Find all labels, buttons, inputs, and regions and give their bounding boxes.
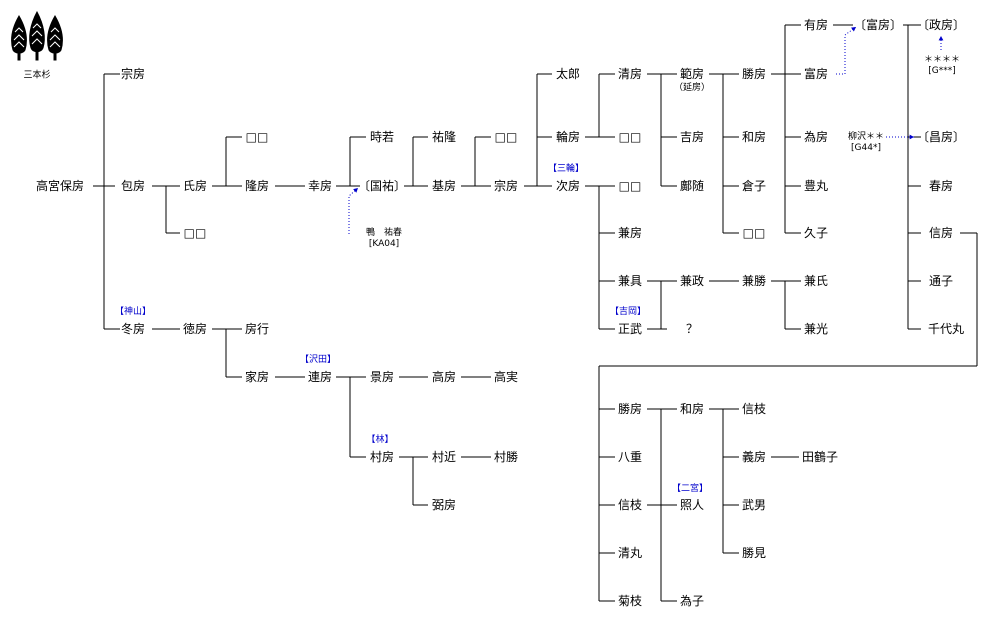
- person-chiyomaru: 千代丸: [927, 322, 965, 336]
- person-renbo: 連房: [307, 370, 333, 384]
- person-yutaka: 祐隆: [431, 130, 457, 144]
- person-nobueda-2: 信枝: [741, 402, 767, 416]
- person-kaneuji: 兼氏: [803, 274, 829, 288]
- person-motofusa: 基房: [431, 179, 457, 193]
- person-kanegu: 兼具: [617, 274, 643, 288]
- person-norifusa: 範房: [679, 67, 705, 81]
- person-taro: 太郎: [555, 67, 581, 81]
- person-teruhito: 照人: [679, 498, 705, 512]
- person-yukifusa: 幸房: [307, 179, 333, 193]
- note-kamo-code: [KA04]: [368, 239, 400, 249]
- person-munefusa-2: 宗房: [493, 179, 519, 193]
- person-kanefusa: 包房: [120, 179, 146, 193]
- person-arifusa: 有房: [803, 18, 829, 32]
- person-katsufusa: 勝房: [741, 67, 767, 81]
- person-murafusa: 村房: [369, 450, 395, 464]
- person-ujifusa: 氏房: [182, 179, 208, 193]
- person-takafusa-2: 高房: [431, 370, 457, 384]
- person-ryozui: 鄺随: [679, 179, 705, 193]
- person-unknown-question: ？: [685, 322, 699, 336]
- person-kiyofusa: 清房: [617, 67, 643, 81]
- person-unknown: □□: [618, 130, 642, 144]
- person-harufusa: 春房: [928, 179, 954, 193]
- note-yanagisawa-name: 柳沢＊＊: [847, 132, 885, 142]
- person-toyomaru: 豊丸: [803, 179, 829, 193]
- person-takafusa: 隆房: [244, 179, 270, 193]
- person-yae: 八重: [617, 450, 643, 464]
- person-nobueda: 信枝: [617, 498, 643, 512]
- person-kokuyu: 〔国祐〕: [357, 179, 407, 193]
- person-kanefusa-2: 兼房: [617, 226, 643, 240]
- crest-caption: 三本杉: [23, 70, 51, 81]
- person-tokuwaka: 時若: [369, 130, 395, 144]
- person-iefusa: 家房: [244, 370, 270, 384]
- person-kurako: 倉子: [741, 179, 767, 193]
- link-arrowhead: [938, 36, 944, 41]
- person-kagefusa: 景房: [369, 370, 395, 384]
- note-kamo-name: 鴨 祐春: [365, 228, 403, 238]
- person-kiyomaru: 清丸: [617, 546, 643, 560]
- link-arrowhead: [851, 27, 856, 32]
- person-norifusa-alias: （延房）: [673, 83, 711, 93]
- person-fusayuki: 房行: [244, 322, 270, 336]
- person-masafusa-bracket: 〔政房〕: [916, 18, 966, 32]
- person-wafusa: 輪房: [555, 130, 581, 144]
- person-kanemasa: 兼政: [679, 274, 705, 288]
- person-katsufusa-2: 勝房: [617, 402, 643, 416]
- person-unknown: □□: [618, 179, 642, 193]
- person-nobufusa: 信房: [928, 226, 954, 240]
- person-tameko: 為子: [679, 594, 705, 608]
- person-kanekatsu: 兼勝: [741, 274, 767, 288]
- person-tomifusa: 富房: [803, 67, 829, 81]
- three-cedars-crest-icon: [11, 10, 63, 61]
- person-masatake: 正武: [617, 322, 643, 336]
- person-fuyufusa: 冬房: [120, 322, 146, 336]
- branch-kamiyama: 【神山】: [114, 307, 152, 317]
- person-munefusa: 宗房: [120, 67, 146, 81]
- person-unknown: □□: [183, 226, 207, 240]
- tomifusa-link-line: [836, 26, 857, 75]
- person-tokufusa: 徳房: [182, 322, 208, 336]
- kamo-link-line: [348, 187, 359, 234]
- person-murakatsu: 村勝: [493, 450, 519, 464]
- person-unknown: □□: [494, 130, 518, 144]
- person-taketoshi: 武男: [741, 498, 767, 512]
- link-arrowhead: [353, 188, 358, 193]
- person-wafusa-2: 和房: [741, 130, 767, 144]
- person-tomifusa-bracket: 〔富房〕: [853, 18, 903, 32]
- branch-miwa: 【三輪】: [547, 164, 585, 174]
- person-yumifusa: 弼房: [431, 498, 457, 512]
- person-michiko: 通子: [928, 274, 954, 288]
- person-murachika: 村近: [431, 450, 457, 464]
- person-kanemitsu: 兼光: [803, 322, 829, 336]
- branch-yoshioka: 【吉岡】: [609, 307, 647, 317]
- branch-ninomiya: 【二宮】: [671, 484, 709, 494]
- person-unknown: □□: [245, 130, 269, 144]
- person-tazuko: 田鶴子: [801, 450, 839, 464]
- person-wafusa-3: 和房: [679, 402, 705, 416]
- person-katsumi: 勝見: [741, 546, 767, 560]
- person-kikueda: 菊枝: [617, 594, 643, 608]
- note-yanagisawa-code: [G44*]: [851, 143, 881, 153]
- note-unknown-code: [G***]: [928, 66, 956, 76]
- person-shofusa-bracket: 〔昌房〕: [916, 130, 966, 144]
- link-arrowhead: [909, 134, 914, 140]
- person-hisako: 久子: [803, 226, 829, 240]
- person-takamiya-yasufusa: 高宮保房: [35, 179, 85, 193]
- branch-sawada: 【沢田】: [299, 355, 337, 365]
- person-tamefusa: 為房: [803, 130, 829, 144]
- person-yoshifusa: 吉房: [679, 130, 705, 144]
- note-unknown-name: ＊＊＊＊: [923, 55, 961, 65]
- person-takazane: 高実: [493, 370, 519, 384]
- person-unknown: □□: [742, 226, 766, 240]
- person-tsugufusa: 次房: [555, 179, 581, 193]
- branch-hayashi: 【林】: [366, 435, 394, 445]
- person-yoshifusa-2: 義房: [741, 450, 767, 464]
